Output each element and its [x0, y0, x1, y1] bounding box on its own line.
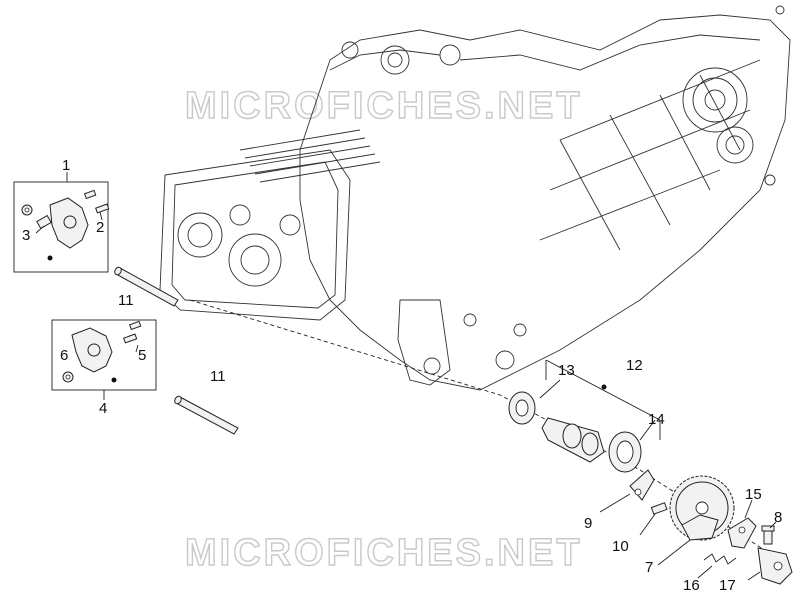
callout-bracket-12: [545, 359, 661, 421]
screw-8: [761, 521, 777, 545]
callout-11-upper: 11: [118, 292, 134, 309]
callout-3: 3: [22, 227, 30, 244]
watermark-top: MICROFICHES.NET: [185, 85, 583, 127]
callout-2: 2: [96, 219, 104, 236]
callout-7: 7: [645, 559, 653, 576]
callout-labels: 1 2 3 4 5 6 11 11 12 13 14 9 10 7 15 8 1…: [22, 157, 782, 594]
callout-9: 9: [584, 515, 592, 532]
callout-11-lower: 11: [210, 368, 226, 385]
callout-10: 10: [612, 538, 629, 555]
watermark-bottom: MICROFICHES.NET: [185, 532, 583, 574]
rocker-shaft-lower: [174, 395, 239, 435]
callout-17: 17: [719, 577, 736, 594]
camshaft-group: [508, 359, 661, 473]
callout-6: 6: [60, 347, 68, 364]
assembly-axis: [189, 299, 781, 561]
bolt-10: [639, 502, 668, 536]
rocker-group-1: [13, 172, 110, 273]
callout-15: 15: [745, 486, 762, 503]
sprocket-7: [657, 475, 735, 566]
plate-9: [599, 469, 655, 513]
rocker-shaft-upper: [114, 266, 179, 307]
callout-5: 5: [138, 347, 146, 364]
callout-16: 16: [683, 577, 700, 594]
callout-13: 13: [558, 362, 575, 379]
spring-16: [697, 553, 737, 579]
callout-4: 4: [99, 400, 107, 417]
lever-15: [727, 499, 757, 549]
callout-8: 8: [774, 509, 782, 526]
engine-crankcase-illustration: [159, 5, 791, 391]
weight-17: [747, 547, 793, 585]
rocker-group-4: [51, 319, 157, 400]
callout-1: 1: [62, 157, 70, 174]
callout-14: 14: [648, 411, 665, 428]
callout-frame-1: [13, 181, 109, 273]
callout-12: 12: [626, 357, 643, 374]
